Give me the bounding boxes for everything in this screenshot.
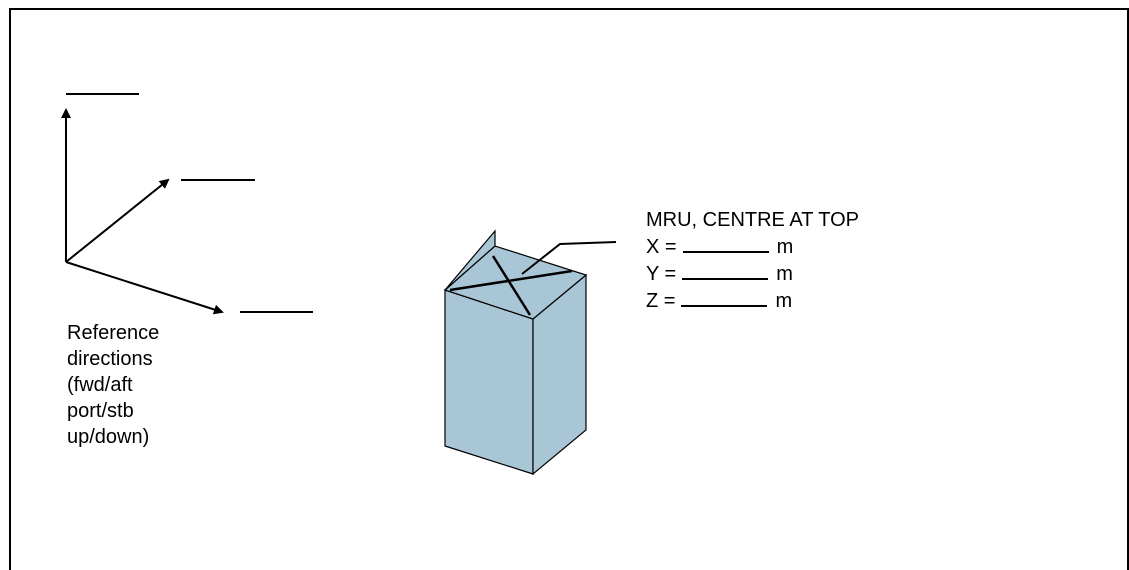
centre-mark-line-1 bbox=[449, 269, 573, 292]
mru-title: MRU, CENTRE AT TOP bbox=[646, 209, 859, 231]
field-unit: m bbox=[775, 290, 793, 312]
field-label: X = bbox=[646, 236, 677, 258]
field-label: Y = bbox=[646, 263, 677, 285]
reference-line: (fwd/aft bbox=[67, 374, 133, 396]
reference-line: directions bbox=[67, 348, 153, 370]
reference-line: up/down) bbox=[67, 426, 150, 448]
mru-leader-line bbox=[521, 241, 617, 275]
z-value-blank[interactable] bbox=[681, 287, 768, 307]
reference-line: Reference bbox=[67, 322, 160, 344]
mru-field-x: X = m bbox=[646, 233, 859, 260]
diagonal-axis-arrow bbox=[65, 178, 170, 263]
reference-line: port/stb bbox=[67, 400, 134, 422]
field-unit: m bbox=[776, 236, 794, 258]
mru-field-z: Z = m bbox=[646, 287, 859, 314]
lower-axis-arrow bbox=[65, 261, 224, 315]
x-value-blank[interactable] bbox=[682, 233, 769, 253]
mru-box bbox=[443, 229, 617, 476]
mru-box-front-face bbox=[444, 289, 534, 475]
field-label: Z = bbox=[646, 290, 676, 312]
y-value-blank[interactable] bbox=[682, 260, 769, 280]
mru-label-block: MRU, CENTRE AT TOP X = m Y = m Z = m bbox=[646, 207, 859, 314]
reference-directions-text: Reference directions (fwd/aft port/stb u… bbox=[67, 320, 159, 450]
centre-mark-line-2 bbox=[491, 255, 532, 316]
reference-axes bbox=[61, 93, 313, 315]
mru-field-y: Y = m bbox=[646, 260, 859, 287]
mru-box-flap bbox=[444, 229, 496, 291]
field-unit: m bbox=[776, 263, 793, 285]
diagram-frame bbox=[9, 8, 1129, 570]
